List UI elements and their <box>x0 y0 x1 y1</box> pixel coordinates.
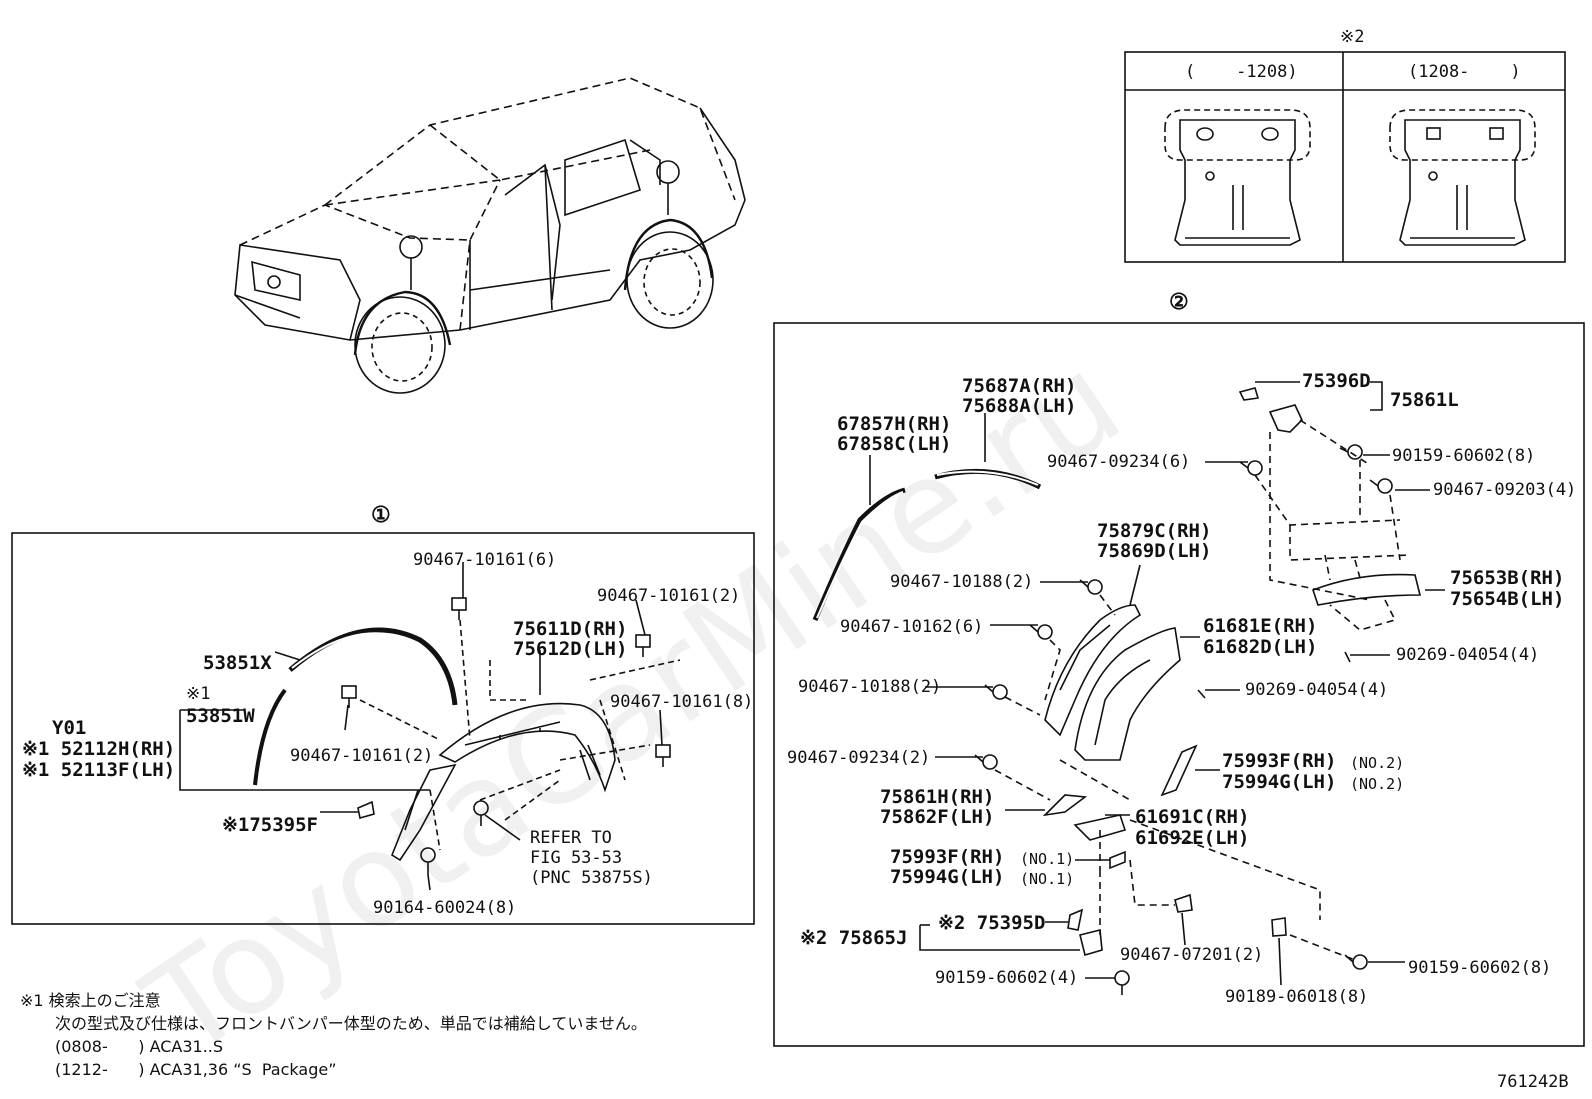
label-53851x: 53851X <box>203 652 272 674</box>
label-90159-60602-4: 90159-60602(4) <box>935 968 1079 988</box>
label-75994g-no1: 75994G(LH) <box>890 866 1005 888</box>
section2-frame <box>773 322 1585 1047</box>
label-90467-10161-6: 90467-10161(6) <box>413 550 557 570</box>
label-61682d: 61682D(LH) <box>1203 636 1318 658</box>
label-75611d: 75611D(RH) <box>513 618 628 640</box>
variant-mark: ※2 <box>1340 27 1365 47</box>
label-90467-09203-4: 90467-09203(4) <box>1433 480 1577 500</box>
label-75396d: 75396D <box>1302 370 1371 392</box>
label-75879c: 75879C(RH) <box>1097 520 1212 542</box>
label-75861h: 75861H(RH) <box>880 786 995 808</box>
label-no1b: (NO.1) <box>1020 870 1075 888</box>
label-61681e: 61681E(RH) <box>1203 615 1318 637</box>
footnote-spec-2: (1212- ) ACA31,36 “S Package” <box>55 1060 337 1079</box>
label-90467-10188-2a: 90467-10188(2) <box>890 572 1034 592</box>
label-75861l: 75861L <box>1390 389 1459 411</box>
label-90467-09234-6: 90467-09234(6) <box>1047 452 1191 472</box>
label-75395d: ※2 75395D <box>938 912 1046 934</box>
label-90467-10188-2b: 90467-10188(2) <box>798 677 942 697</box>
section2-parts <box>812 381 1445 995</box>
label-75395f: ※175395F <box>222 814 318 836</box>
label-53851w: 53851W <box>186 705 255 727</box>
label-75653b: 75653B(RH) <box>1450 567 1565 589</box>
label-75654b: 75654B(LH) <box>1450 588 1565 610</box>
label-90467-10161-2a: 90467-10161(2) <box>597 586 741 606</box>
label-refer: REFER TO <box>530 828 612 848</box>
label-75612d: 75612D(LH) <box>513 638 628 660</box>
label-90189-06018-8: 90189-06018(8) <box>1225 987 1369 1007</box>
section1-parts <box>179 562 681 891</box>
label-90467-10161-8: 90467-10161(8) <box>610 692 754 712</box>
footnote-text: 次の型式及び仕様は、フロントバンパー体型のため、単品では補給していません。 <box>55 1014 647 1033</box>
variant-left-header: ( -1208) <box>1185 62 1298 82</box>
label-75687a: 75687A(RH) <box>962 375 1077 397</box>
section2-title: ② <box>1169 290 1189 315</box>
label-90159-60602-8a: 90159-60602(8) <box>1392 446 1536 466</box>
label-52112h: ※1 52112H(RH) <box>22 738 176 760</box>
label-fig: FIG 53-53 <box>530 848 623 868</box>
label-90467-10161-2b: 90467-10161(2) <box>290 746 434 766</box>
figure-code: 761242B <box>1497 1072 1569 1092</box>
variant-right-header: (1208- ) <box>1408 62 1521 82</box>
label-75869d: 75869D(LH) <box>1097 540 1212 562</box>
label-75688a: 75688A(LH) <box>962 395 1077 417</box>
label-no2a: (NO.2) <box>1350 754 1405 772</box>
label-no1a: (NO.1) <box>1020 850 1075 868</box>
footnote-spec-1: (0808- ) ACA31..S <box>55 1037 224 1056</box>
label-61692e: 61692E(LH) <box>1135 827 1250 849</box>
label-75862f: 75862F(LH) <box>880 806 995 828</box>
label-75865j: ※2 75865J <box>800 927 908 949</box>
label-90269-04054-4a: 90269-04054(4) <box>1396 645 1540 665</box>
label-75993f-no2: 75993F(RH) <box>1222 750 1337 772</box>
vehicle-outline <box>234 77 746 394</box>
label-90467-09234-2: 90467-09234(2) <box>787 748 931 768</box>
label-90467-10162-6: 90467-10162(6) <box>840 617 984 637</box>
label-67858c: 67858C(LH) <box>837 433 952 455</box>
label-pnc: (PNC 53875S) <box>530 868 653 888</box>
label-no2b: (NO.2) <box>1350 775 1405 793</box>
label-90269-04054-4b: 90269-04054(4) <box>1245 680 1389 700</box>
label-mark1: ※1 <box>186 684 211 704</box>
label-75993f-no1: 75993F(RH) <box>890 846 1005 868</box>
variant-table <box>1124 51 1566 263</box>
section1-title: ① <box>371 503 391 528</box>
label-61691c: 61691C(RH) <box>1135 806 1250 828</box>
label-y01: Y01 <box>52 717 87 739</box>
label-52113f: ※1 52113F(LH) <box>22 759 176 781</box>
label-90164-60024: 90164-60024(8) <box>373 898 517 918</box>
section1-frame <box>11 532 755 925</box>
label-67857h: 67857H(RH) <box>837 413 952 435</box>
label-90467-07201-2: 90467-07201(2) <box>1120 945 1264 965</box>
label-75994g-no2: 75994G(LH) <box>1222 771 1337 793</box>
label-90159-60602-8b: 90159-60602(8) <box>1408 958 1552 978</box>
footnote-title: ※1 検索上のご注意 <box>20 991 161 1010</box>
